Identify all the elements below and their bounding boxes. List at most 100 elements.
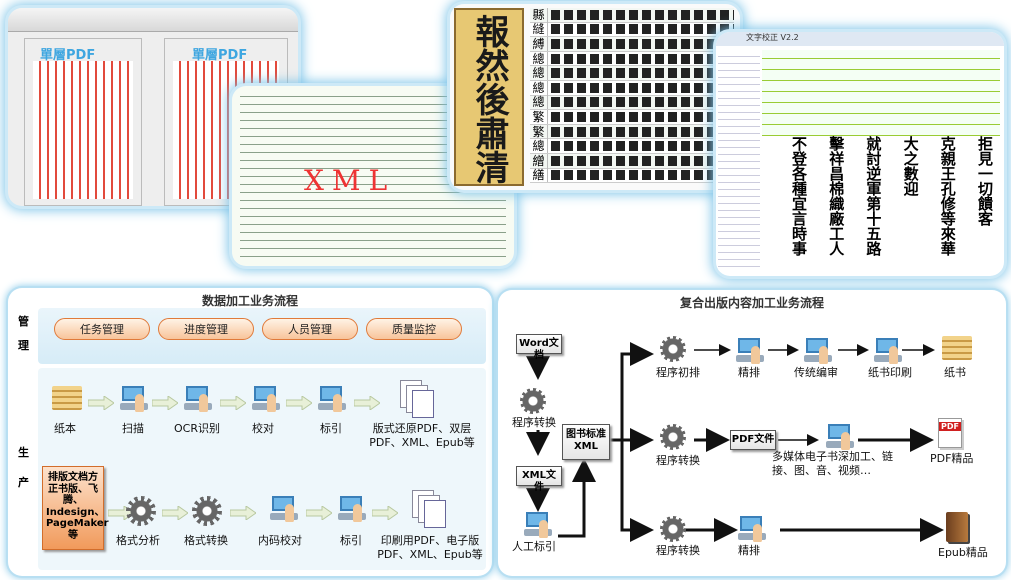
mgmt-progress: 进度管理 — [158, 318, 254, 340]
composite-publishing-panel: 复合出版内容加工业务流程 Word文档 程序转换 XML文件 人工标引 图书标准… — [498, 290, 1006, 576]
glyph-row-char[interactable]: 繁 — [530, 124, 548, 139]
multimedia-operator-icon — [826, 424, 854, 450]
arrow-right-icon — [152, 396, 178, 410]
manual-index-label: 人工标引 — [512, 540, 556, 553]
arrow-right-icon — [230, 506, 256, 520]
output-documents-2-icon — [412, 490, 448, 530]
print-label: 纸书印刷 — [868, 366, 912, 379]
glyph-row-char[interactable]: 總 — [530, 80, 548, 95]
epub-book-icon — [946, 512, 968, 542]
fine-typeset-label: 精排 — [738, 366, 760, 379]
glyph-row-char[interactable]: 總 — [530, 95, 548, 110]
step-output-1: 版式还原PDF、双层PDF、XML、Epub等 — [369, 422, 475, 449]
glyph-variant-strip — [551, 126, 734, 137]
proof-columns: 拒見一切饋客克親王孔修等來華大之數迎就討逆軍第十五路擊祥昌棉織廠工人 不登各種宜言… — [788, 136, 996, 270]
paper-book-label: 纸书 — [944, 366, 966, 379]
glyph-variant-strip — [551, 38, 734, 49]
paper-book-stack-icon — [942, 336, 972, 360]
glyph-row: 繕 — [530, 168, 734, 184]
multimedia-label: 多媒体电子书深加工、链接、图、音、视频… — [772, 450, 893, 477]
pdf-product-icon: PDF — [938, 418, 962, 448]
format-convert-gear-icon — [192, 496, 222, 526]
glyph-row-char[interactable]: 縣 — [530, 7, 548, 22]
proof-column: 拒見一切饋客 — [975, 136, 994, 226]
paper-book-icon — [52, 386, 82, 410]
index-operator-icon — [318, 386, 346, 412]
pdf-label-left: 單層PDF — [40, 48, 96, 63]
glyph-row-char[interactable]: 縛 — [530, 36, 548, 51]
pdf-product-label: PDF精品 — [930, 452, 974, 465]
step-paper: 纸本 — [54, 422, 76, 435]
pdf-badge: PDF — [939, 422, 961, 431]
calligraphy-image: 報然後肅清 — [454, 8, 524, 186]
initial-typeset-label: 程序初排 — [656, 366, 700, 379]
step-ocr: OCR识别 — [174, 422, 220, 435]
glyph-row-char[interactable]: 繁 — [530, 109, 548, 124]
arrow-right-icon — [220, 396, 246, 410]
output-documents-icon — [400, 380, 436, 420]
ocr-operator-icon — [184, 386, 212, 412]
pdf-file-box: PDF文件 — [730, 430, 776, 450]
arrow-right-icon — [162, 506, 188, 520]
proof-titlebar: 文字校正 V2.2 — [716, 32, 1004, 46]
book-standard-xml-box: 图书标准XML — [562, 424, 610, 460]
arrow-right-icon — [306, 506, 332, 520]
glyph-row-char[interactable]: 繕 — [530, 168, 548, 183]
proof-file-list — [718, 50, 760, 272]
arrow-right-icon — [372, 506, 398, 520]
side-management-label: 管理 — [18, 315, 29, 352]
arrow-right-icon — [88, 396, 114, 410]
data-processing-panel: 数据加工业务流程 管理 生产 任务管理 进度管理 人员管理 质量监控 纸本 扫描… — [8, 288, 492, 576]
proof-column: 不登各種宜言時事 — [790, 136, 808, 256]
typeset-source-box: 排版文档方正书版、飞腾、Indesign、PageMaker等 — [42, 466, 109, 550]
glyph-row: 縛 — [530, 36, 734, 52]
step-format-analysis: 格式分析 — [116, 534, 160, 547]
bottom-convert-gear-icon — [660, 516, 686, 542]
glyph-row-char[interactable]: 總 — [530, 66, 548, 81]
dual-pdf-screenshot: 單層PDF 單層PDF — [8, 8, 298, 206]
glyph-row-char[interactable]: 縫 — [530, 22, 548, 37]
glyph-row-char[interactable]: 總 — [530, 139, 548, 154]
glyph-variant-strip — [551, 141, 734, 152]
proof-column: 大之數迎 — [901, 136, 920, 196]
mgmt-quality: 质量监控 — [366, 318, 462, 340]
proof-column: 就討逆軍第十五路 — [864, 136, 883, 256]
panel-title: 数据加工业务流程 — [201, 294, 298, 308]
arrow-right-icon — [354, 396, 380, 410]
pdf-label-right: 單層PDF — [192, 48, 248, 63]
side-production-label: 生产 — [18, 446, 29, 489]
panel-title-2: 复合出版内容加工业务流程 — [679, 296, 824, 310]
glyph-row: 總 — [530, 51, 734, 67]
glyph-row-char[interactable]: 總 — [530, 51, 548, 66]
initial-typeset-gear-icon — [660, 336, 686, 362]
glyph-row: 總 — [530, 66, 734, 81]
glyph-variant-strip — [551, 82, 734, 93]
glyph-screenshot: 報然後肅清 縣縫縛總總總總繁繁總繒繕 — [450, 4, 740, 190]
step-proof: 校对 — [252, 422, 274, 435]
glyph-row: 總 — [530, 80, 734, 96]
step-output-2: 印刷用PDF、电子版PDF、XML、Epub等 — [377, 534, 483, 561]
glyph-variant-strip — [551, 53, 734, 64]
proofreading-screenshot: 文字校正 V2.2 拒見一切饋客克親王孔修等來華大之數迎就討逆軍第十五路擊祥昌棉… — [716, 32, 1004, 276]
glyph-row-char[interactable]: 繒 — [530, 153, 548, 168]
editorial-operator-icon — [804, 338, 832, 364]
glyph-variant-strip — [551, 97, 734, 108]
format-analysis-gear-icon — [126, 496, 156, 526]
word-document-box: Word文档 — [516, 334, 562, 361]
glyph-row: 總 — [530, 139, 734, 154]
proof-column: 擊祥昌棉織廠工人 — [827, 136, 846, 256]
glyph-variant-strip — [551, 68, 734, 79]
epub-product-label: Epub精品 — [938, 546, 988, 559]
glyph-row: 縣 — [530, 7, 734, 23]
glyph-row: 繒 — [530, 153, 734, 169]
bottom-convert-label: 程序转换 — [656, 544, 700, 557]
glyph-variant-strip — [551, 111, 734, 122]
flow-connectors — [526, 342, 944, 542]
mid-convert-label: 程序转换 — [656, 454, 700, 467]
proof-top-pane — [762, 50, 1000, 136]
glyph-variant-strip — [551, 155, 734, 166]
print-operator-icon — [874, 338, 902, 364]
proof-column: 克親王孔修等來華 — [938, 136, 957, 256]
xml-file-box: XML文件 — [516, 466, 562, 493]
editorial-label: 传统编审 — [794, 366, 838, 379]
